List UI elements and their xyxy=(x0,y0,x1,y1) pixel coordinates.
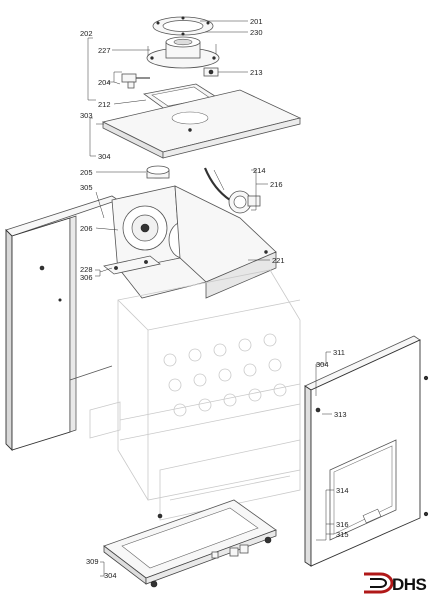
air-pressure-switch xyxy=(203,167,261,214)
burner-chamber xyxy=(119,185,277,299)
mounting-bracket xyxy=(103,255,161,275)
logo-text: DHS xyxy=(392,575,427,594)
label-216: 216 xyxy=(270,180,283,189)
label-204: 204 xyxy=(98,78,111,87)
label-309: 309 xyxy=(86,557,99,566)
label-230: 230 xyxy=(250,28,263,37)
heat-exchanger-ghost xyxy=(89,269,301,521)
label-213: 213 xyxy=(250,68,263,77)
label-201: 201 xyxy=(250,17,263,26)
label-228: 228 xyxy=(80,265,93,274)
label-202: 202 xyxy=(80,29,93,38)
label-313: 313 xyxy=(334,410,347,419)
sensor-bracket xyxy=(203,67,219,77)
fan-housing xyxy=(111,185,198,273)
label-227: 227 xyxy=(98,46,111,55)
sight-glass xyxy=(146,165,170,179)
label-311: 311 xyxy=(333,348,345,357)
label-304-door: 304 xyxy=(316,360,329,369)
drain-fittings xyxy=(211,544,249,559)
label-316: 316 xyxy=(336,520,349,529)
top-gasket-ring xyxy=(152,16,214,36)
ignition-electrode xyxy=(121,73,150,89)
label-303: 303 xyxy=(80,111,93,120)
front-door-panel xyxy=(304,335,429,567)
label-206: 206 xyxy=(80,224,93,233)
base-tray xyxy=(103,499,277,588)
label-315: 315 xyxy=(336,530,349,539)
label-306: 306 xyxy=(80,273,93,282)
label-314: 314 xyxy=(336,486,349,495)
leader-lines xyxy=(87,20,334,577)
label-212: 212 xyxy=(98,100,111,109)
top-cover-panel xyxy=(101,89,302,159)
left-side-panel xyxy=(5,195,119,452)
label-304-base: 304 xyxy=(104,571,117,580)
part-labels: 201 230 202 227 204 213 212 303 304 205 … xyxy=(80,17,349,580)
label-205: 205 xyxy=(80,168,93,177)
label-305: 305 xyxy=(80,183,93,192)
label-221: 221 xyxy=(272,256,285,265)
burner-flange-assembly xyxy=(146,36,220,69)
label-304-top: 304 xyxy=(98,152,111,161)
label-214: 214 xyxy=(253,166,266,175)
burner-gasket-plate xyxy=(143,83,220,111)
dhs-logo: DHS xyxy=(364,572,427,594)
